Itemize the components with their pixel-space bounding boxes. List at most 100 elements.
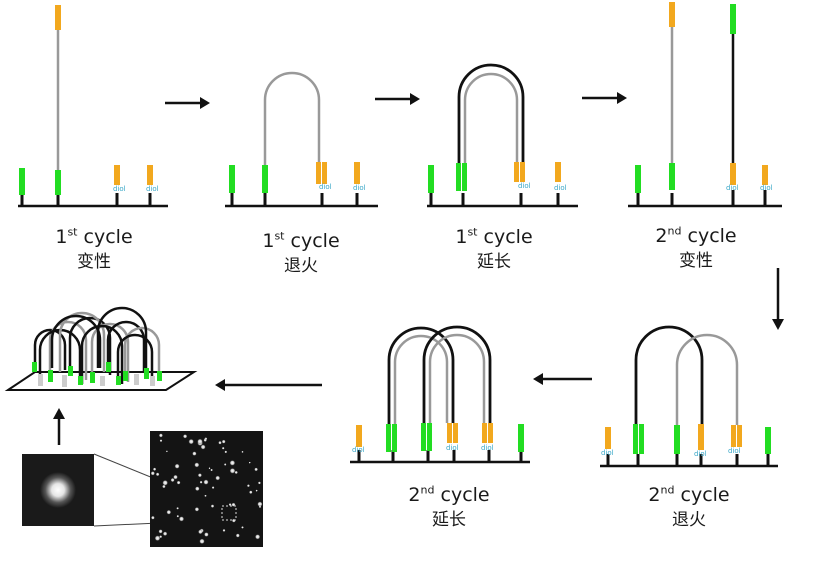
caption-stage-5: 2nd cycle 退火 xyxy=(648,483,730,530)
fluorescent-cluster-dot xyxy=(182,434,188,439)
caption-stage-2: 1st cycle 退火 xyxy=(262,229,340,276)
fluorescent-cluster-dot xyxy=(174,463,180,469)
diol-label: diol xyxy=(554,184,567,192)
fluorescent-cluster-dot xyxy=(194,486,200,492)
fluorescent-cluster-dot xyxy=(258,505,262,509)
fluorescent-cluster-dot xyxy=(204,494,207,497)
fluorescent-cluster-dot xyxy=(150,471,155,476)
fluorescent-cluster-dot xyxy=(194,507,200,512)
fluorescent-cluster-dot xyxy=(151,515,155,520)
panel-2nd-extend: diol diol diol xyxy=(350,325,530,464)
diol-label: diol xyxy=(446,444,459,452)
diol-label: diol xyxy=(352,446,365,454)
fluorescent-cluster-dot xyxy=(231,518,236,523)
panel-cluster xyxy=(4,306,198,391)
fluorescent-cluster-dot xyxy=(188,438,194,445)
fluorescent-cluster-dot xyxy=(173,474,178,480)
diol-label: diol xyxy=(353,184,366,192)
fluorescent-cluster-dot xyxy=(158,529,163,534)
fluorescent-cluster-dot xyxy=(222,528,226,532)
panel-2nd-denature: diol diol xyxy=(628,2,782,208)
fluorescent-cluster-dot xyxy=(197,438,203,445)
fluorescent-cluster-dot xyxy=(257,481,261,485)
fluorescent-cluster-dot xyxy=(158,433,163,438)
caption-stage-6: 2nd cycle 延长 xyxy=(408,483,490,530)
fluorescent-cluster-dot xyxy=(176,507,179,510)
fluorescent-cluster-dot xyxy=(255,489,258,492)
fluorescent-cluster-dot xyxy=(154,535,161,542)
fluorescent-cluster-dot xyxy=(166,509,172,515)
fluorescent-cluster-dot xyxy=(234,470,238,475)
caption-stage-3: 1st cycle 延长 xyxy=(455,225,533,272)
diol-label: diol xyxy=(146,185,159,193)
fluorescent-cluster-dot xyxy=(194,462,200,468)
fluorescent-cluster-dot xyxy=(170,477,175,483)
fluorescent-cluster-dot xyxy=(215,475,221,481)
diol-label: diol xyxy=(481,444,494,452)
arrow-up-icon xyxy=(53,408,65,445)
diol-label: diol xyxy=(728,447,741,455)
fluorescent-cluster-dot xyxy=(229,460,236,466)
fluorescent-cluster-dot xyxy=(155,472,160,477)
diol-label: diol xyxy=(601,449,614,457)
panel-1st-extend: diol diol xyxy=(427,63,578,208)
fluorescent-cluster-dot xyxy=(229,467,236,474)
fluorescent-cluster-dot xyxy=(199,538,205,545)
fluorescent-cluster-dot xyxy=(235,533,240,538)
fluorescent-cluster-dot xyxy=(211,486,215,489)
caption-stage-1: 1st cycle 变性 xyxy=(55,225,133,272)
fluorescent-cluster-dot xyxy=(159,535,163,539)
fluorescent-cluster-dot xyxy=(204,532,209,537)
panel-1st-anneal: diol diol xyxy=(225,71,378,208)
fluorescent-cluster-dot xyxy=(246,484,250,488)
fluorescent-cluster-dot xyxy=(192,451,197,456)
fluorescent-cluster-dot xyxy=(221,446,225,450)
fluorescent-cluster-dot xyxy=(257,501,263,507)
arrow-left-icon xyxy=(533,373,592,385)
fluorescent-cluster-dot xyxy=(221,439,226,444)
fluorescent-cluster-dot xyxy=(231,502,236,507)
fluorescent-cluster-dot xyxy=(254,467,258,472)
fluorescent-cluster-dot xyxy=(224,450,228,454)
fluorescent-cluster-dot xyxy=(241,526,244,529)
arrow-right-icon xyxy=(375,93,420,105)
fluorescent-cluster-dot xyxy=(162,484,166,489)
fluorescent-cluster-dot xyxy=(165,450,168,453)
diol-label: diol xyxy=(760,184,773,192)
arrow-right-icon xyxy=(582,92,627,104)
fluorescent-cluster-dot xyxy=(162,479,169,486)
flowcell-fluorescence-image xyxy=(150,431,263,547)
diol-label: diol xyxy=(694,450,707,458)
fluorescent-cluster-dot xyxy=(197,473,202,478)
arrow-left-icon xyxy=(215,379,322,391)
fluorescent-cluster-dot xyxy=(249,490,253,495)
fluorescent-cluster-dot xyxy=(208,467,211,470)
fluorescent-cluster-dot xyxy=(254,534,261,540)
arrow-right-icon xyxy=(165,97,210,109)
fluorescent-cluster-dot xyxy=(162,531,168,536)
fluorescent-cluster-dot xyxy=(210,468,213,472)
fluorescent-cluster-dot xyxy=(218,440,222,445)
fluorescent-cluster-dot xyxy=(159,439,163,443)
caption-stage-4: 2nd cycle 变性 xyxy=(655,224,737,271)
fluorescent-cluster-dot xyxy=(223,463,227,466)
fluorescent-cluster-dot xyxy=(198,529,203,535)
fluorescent-cluster-dot xyxy=(199,480,203,484)
fluorescent-cluster-dot xyxy=(176,514,180,518)
panel-1st-denature: diol diol xyxy=(18,5,168,208)
cluster-zoom-image xyxy=(22,454,94,526)
diol-label: diol xyxy=(518,182,531,190)
fluorescent-cluster-dot xyxy=(200,444,206,450)
fluorescent-cluster-dot xyxy=(248,461,251,464)
fluorescent-cluster-dot xyxy=(176,480,181,485)
panel-2nd-anneal: diol diol diol xyxy=(600,325,778,468)
fluorescent-cluster-dot xyxy=(203,479,209,485)
diol-label: diol xyxy=(726,184,739,192)
diol-label: diol xyxy=(113,185,126,193)
fluorescent-cluster-dot xyxy=(178,516,185,522)
fluorescent-cluster-dot xyxy=(203,438,207,442)
fluorescent-cluster-dot xyxy=(228,503,232,507)
diol-label: diol xyxy=(319,183,332,191)
fluorescent-cluster-dot xyxy=(241,450,244,453)
